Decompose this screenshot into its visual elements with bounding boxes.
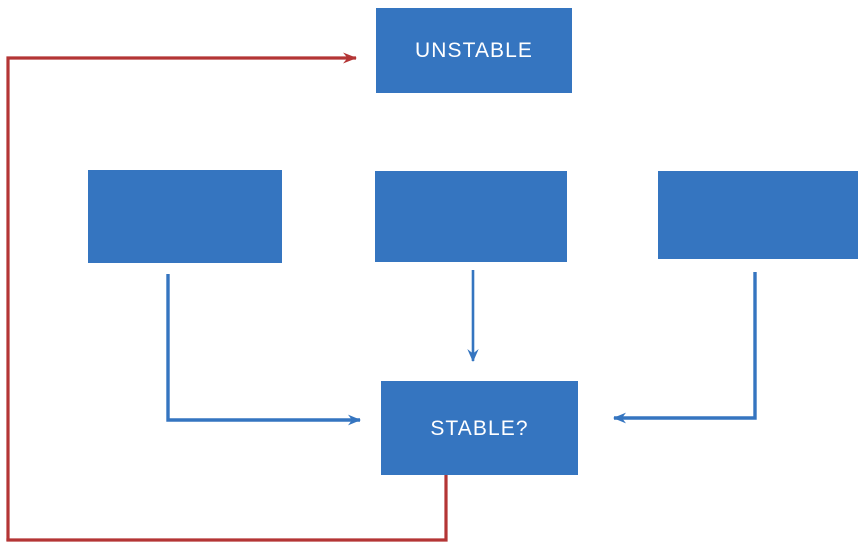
node-box-right[interactable] (658, 171, 858, 259)
node-stable-label: STABLE? (430, 416, 529, 440)
node-unstable[interactable]: UNSTABLE (376, 8, 572, 93)
connector-red-feedback-from-stable (6, 474, 448, 542)
connector-red-feedback-to-unstable (6, 52, 357, 541)
node-box-left[interactable] (88, 170, 282, 263)
connector-blue-left-elbow (166, 274, 361, 426)
node-box-center[interactable] (375, 171, 567, 262)
node-stable[interactable]: STABLE? (381, 381, 578, 475)
node-unstable-label: UNSTABLE (414, 39, 534, 62)
connector-blue-right-elbow (613, 272, 757, 424)
